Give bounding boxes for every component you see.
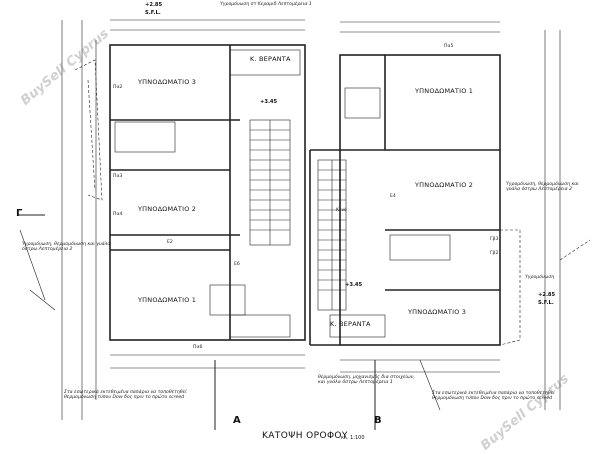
room-label-veranda-left: Κ. ΒΕΡΑΝΤΑ (250, 55, 291, 63)
room-label-bedroom1-right: ΥΠΝΟΔΩΜΑΤΙΟ 1 (415, 87, 474, 95)
level-right-sfl: S.F.L. (538, 300, 554, 306)
section-letter-a: A (233, 415, 241, 426)
drawing-title: ΚΑΤΟΨΗ ΟΡΟΦΟΥ (262, 431, 348, 441)
room-label-bedroom2-left: ΥΠΝΟΔΩΜΑΤΙΟ 2 (138, 205, 197, 213)
drawing-scale: κλ. 1:100 (341, 435, 365, 441)
note-stairs: Κενό (336, 208, 347, 213)
tag-pa6: Πα6 (193, 345, 203, 350)
level-top-left-sfl: S.F.L. (145, 10, 161, 16)
level-top-left: +2.85 (145, 2, 163, 8)
section-letter-gamma: Γ (16, 208, 23, 219)
tag-gb2: Γβ2 (490, 251, 499, 256)
level-mid-left: +3.45 (260, 99, 278, 105)
tag-pa5: Πα5 (444, 44, 454, 49)
room-label-bedroom1-left: ΥΠΝΟΔΩΜΑΤΙΟ 1 (138, 296, 197, 304)
tag-gb3: Γβ3 (490, 237, 499, 242)
unit-a-outline (109, 44, 306, 341)
tag-e6: Ε6 (234, 262, 240, 267)
tag-e4: Ε4 (390, 194, 396, 199)
note-heater-top: Υγρομόνωση στ Κεραμιδ Λεπτομέρεια 1 (220, 2, 312, 7)
room-label-bedroom3-left: ΥΠΝΟΔΩΜΑΤΙΟ 3 (138, 78, 197, 86)
section-markers (18, 214, 376, 430)
unit-b-walls-thin (317, 21, 591, 411)
room-label-bedroom2-right: ΥΠΝΟΔΩΜΑΤΙΟ 2 (415, 181, 474, 189)
level-right: +2.85 (538, 292, 556, 298)
section-letter-b: B (374, 415, 382, 426)
note-left-insulation: Στα εσωτερικά εκτεθειμένα παπάρια να τοπ… (64, 390, 187, 400)
room-label-bedroom3-right: ΥΠΝΟΔΩΜΑΤΙΟ 3 (408, 308, 467, 316)
note-heater-bottom: θερμομόνωση, μηχανισμός δια στοιχείων, κ… (318, 375, 415, 385)
note-right-insulation: Στα εσωτερικά εκτεθειμένα παπάρια να τοπ… (432, 391, 555, 401)
room-label-veranda-right: Κ. ΒΕΡΑΝΤΑ (330, 320, 371, 328)
unit-a-walls-thin (19, 19, 305, 420)
note-heater-left: Υγρομόνωση, θερμομόνωση και γυάλα όστρω … (22, 242, 111, 252)
tag-pa3: Πα3 (113, 174, 123, 179)
level-mid-right: +3.45 (345, 282, 363, 288)
tag-pa2: Πα2 (113, 85, 123, 90)
tag-e2: Ε2 (167, 240, 173, 245)
tag-pa4: Πα4 (113, 212, 123, 217)
note-right-edge: Υγρομόνωση (525, 275, 555, 280)
note-heater-right: Υγρομόνωση, θερμομόνωση και γυάλα όστρω … (506, 182, 579, 192)
